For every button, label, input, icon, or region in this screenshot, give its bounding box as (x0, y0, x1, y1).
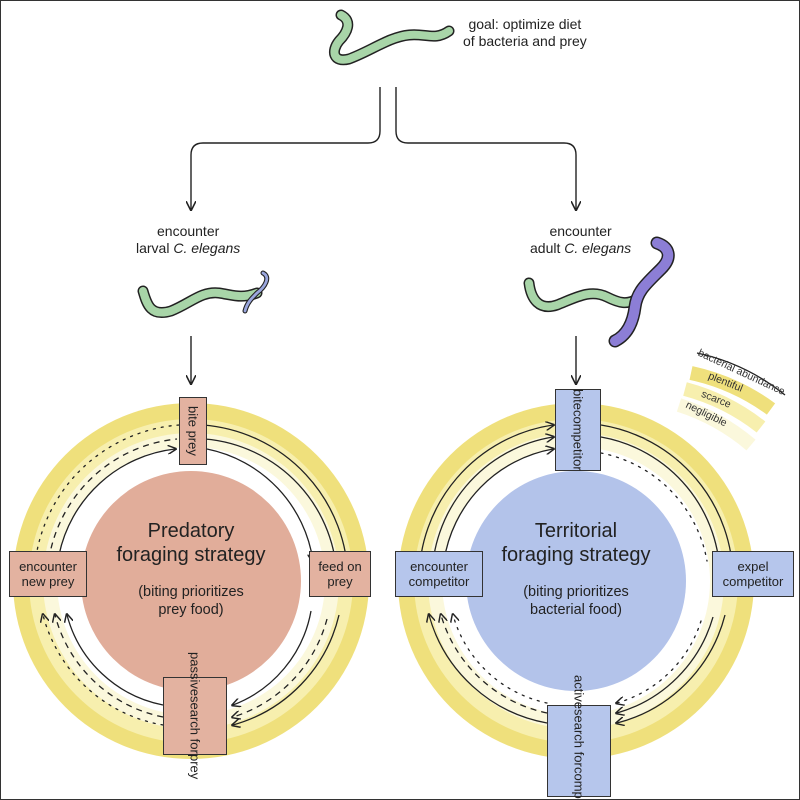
step-expel-competitor: expel competitor (712, 551, 794, 597)
step-bite-competitor: bite competitor (555, 389, 601, 471)
step-encounter-new-prey-line-1: encounter (19, 559, 77, 574)
encounter-adult-label: encounter adult C. elegans (530, 223, 631, 257)
predatory-center-text: Predatory foraging strategy (biting prio… (91, 519, 291, 619)
predatory-rings (13, 403, 369, 759)
goal-line-2: of bacteria and prey (463, 33, 587, 49)
species-name-larval: C. elegans (173, 240, 241, 256)
step-active-search-line-1: active (571, 674, 587, 709)
predatory-subtitle-line-2: prey food) (158, 602, 224, 618)
goal-text: goal: optimize diet of bacteria and prey (463, 16, 587, 50)
territorial-subtitle-line-1: (biting prioritizes (523, 584, 629, 600)
step-feed-on-prey-line-1: feed on (318, 559, 362, 574)
step-bite-prey-label: bite prey (185, 406, 201, 456)
encounter-adult-line-1: encounter (549, 223, 612, 239)
step-bite-prey: bite prey (179, 397, 207, 465)
territorial-cycle-arrows (418, 425, 733, 723)
encounter-adult-prefix: adult (530, 240, 565, 256)
goal-line-1: goal: optimize diet (468, 16, 582, 32)
step-expel-competitor-line-1: expel (737, 559, 769, 574)
step-active-search-line-3: competitor (571, 766, 587, 800)
territorial-subtitle-line-2: bacterial food) (530, 602, 622, 618)
territorial-title-line-2: foraging strategy (501, 544, 651, 566)
adult-encounter-icon (523, 236, 675, 348)
step-encounter-competitor-line-2: competitor (408, 574, 470, 589)
encounter-larval-line-2: larval C. elegans (136, 240, 240, 257)
step-feed-on-prey-line-2: prey (327, 574, 353, 589)
encounter-larval-label: encounter larval C. elegans (136, 223, 240, 257)
step-bite-competitor-line-1: bite (570, 389, 586, 411)
territorial-rings (398, 403, 754, 759)
predatory-center-circle (81, 471, 301, 691)
territorial-title-line-1: Territorial (534, 520, 618, 542)
predatory-subtitle-line-1: (biting prioritizes (138, 584, 244, 600)
encounter-larval-prefix: larval (136, 240, 174, 256)
predatory-cycle-arrows (33, 424, 348, 725)
step-passive-search-line-3: prey (187, 754, 203, 780)
step-active-search-line-2: search for (571, 708, 587, 767)
step-encounter-competitor-line-1: encounter (410, 559, 468, 574)
step-bite-competitor-line-2: competitor (570, 410, 586, 471)
larval-encounter-icon (137, 270, 270, 318)
goal-worm-icon (328, 9, 455, 66)
encounter-larval-line-1: encounter (157, 223, 220, 239)
legend-arcs (676, 352, 786, 451)
predatory-title-line-2: foraging strategy (116, 544, 266, 566)
step-passive-search-line-2: search for (187, 696, 203, 755)
predatory-title-line-1: Predatory (147, 520, 235, 542)
step-encounter-new-prey-line-2: new prey (21, 574, 75, 589)
step-expel-competitor-line-2: competitor (722, 574, 784, 589)
step-passive-search: passive search for prey (163, 652, 227, 780)
step-active-search: active search for competitor (547, 675, 611, 800)
step-passive-search-line-1: passive (187, 652, 203, 697)
encounter-adult-line-2: adult C. elegans (530, 240, 631, 257)
branch-connectors (191, 87, 576, 383)
territorial-center-circle (466, 471, 686, 691)
step-encounter-competitor: encounter competitor (395, 551, 483, 597)
step-feed-on-prey: feed on prey (309, 551, 371, 597)
territorial-center-text: Territorial foraging strategy (biting pr… (476, 519, 676, 619)
step-encounter-new-prey: encounter new prey (9, 551, 87, 597)
species-name-adult: C. elegans (564, 240, 632, 256)
